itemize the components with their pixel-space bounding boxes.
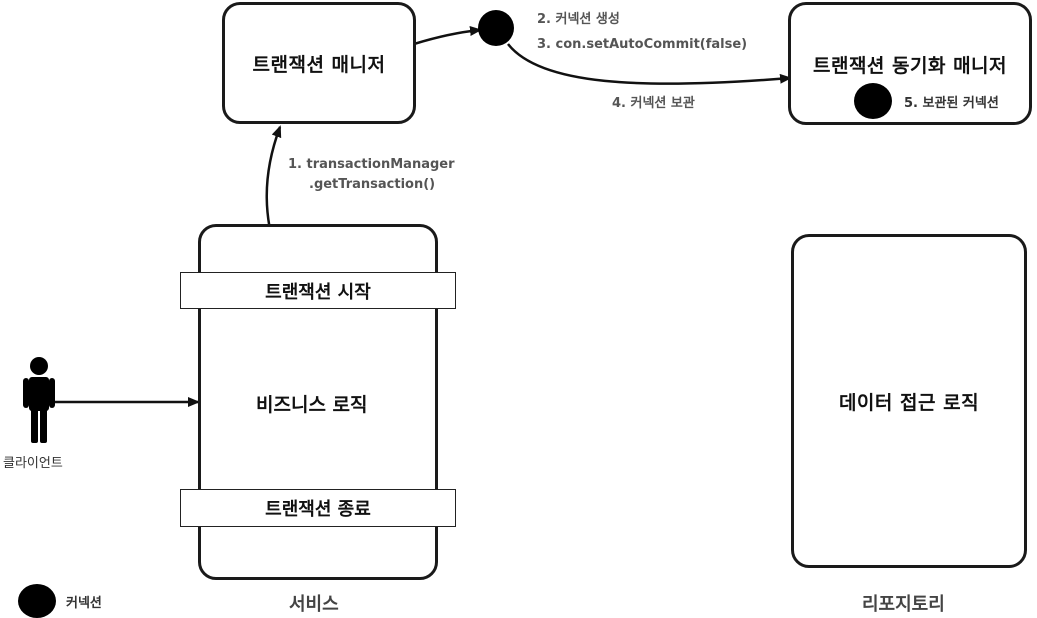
step2-label: 2. 커넥션 생성 [537, 12, 620, 27]
legend-connection-label: 커넥션 [66, 596, 102, 611]
step1-label-line2: .getTransaction() [309, 177, 436, 192]
transaction-start-label: 트랜잭션 시작 [265, 281, 371, 303]
transaction-manager-box: 트랜잭션 매니저 [222, 2, 416, 124]
create-connection-arrow [413, 26, 482, 46]
step1-label-line1: 1. transactionManager [288, 157, 455, 172]
store-connection-arrow [507, 43, 792, 85]
step5-label: 5. 보관된 커넥션 [904, 96, 999, 111]
transaction-end-bar: 트랜잭션 종료 [180, 489, 456, 527]
stored-connection-node [854, 83, 892, 119]
client-person-icon [23, 357, 55, 443]
repository-title: 리포지토리 [862, 594, 945, 615]
transaction-manager-label: 트랜잭션 매니저 [252, 53, 386, 76]
legend-connection-dot [18, 584, 56, 618]
transaction-sync-manager-box: 트랜잭션 동기화 매니저 [788, 2, 1032, 125]
transaction-start-bar: 트랜잭션 시작 [180, 272, 456, 309]
transaction-end-label: 트랜잭션 종료 [265, 499, 371, 520]
client-label: 클라이언트 [3, 456, 63, 471]
repository-box: 데이터 접근 로직 [791, 234, 1027, 568]
step4-label: 4. 커넥션 보관 [612, 96, 695, 111]
connection-node [478, 10, 514, 46]
transaction-sync-manager-label: 트랜잭션 동기화 매니저 [812, 55, 1008, 77]
data-access-logic-label: 데이터 접근 로직 [838, 391, 980, 414]
step3-label: 3. con.setAutoCommit(false) [537, 37, 748, 52]
business-logic-label: 비즈니스 로직 [256, 394, 368, 416]
service-title: 서비스 [289, 594, 339, 615]
